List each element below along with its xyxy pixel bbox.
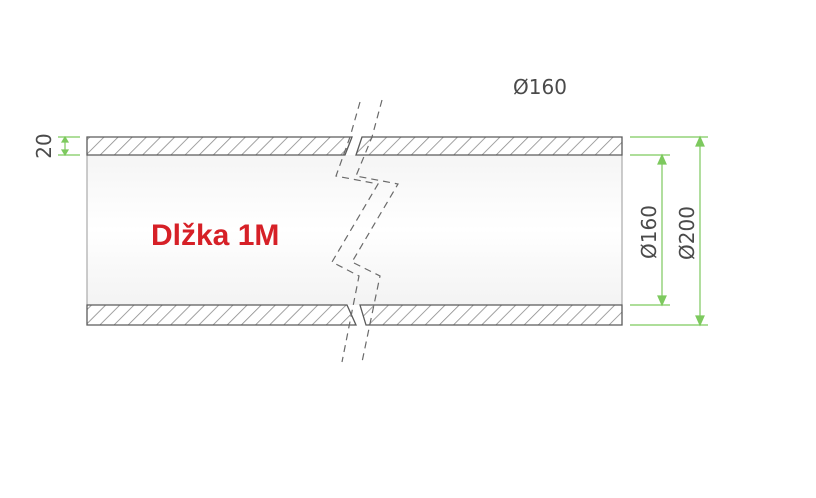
length-label: Dlžka 1M — [151, 219, 279, 252]
bottom-wall — [86, 304, 623, 326]
top-diameter-label: Ø160 — [513, 75, 567, 99]
outer-diameter-dimension — [630, 135, 708, 327]
inner-diameter-label: Ø160 — [637, 205, 661, 259]
top-wall — [86, 136, 623, 156]
break-line — [331, 99, 399, 363]
wall-thickness-dimension — [58, 135, 80, 157]
inner-diameter-dimension — [630, 153, 670, 307]
wall-thickness-label: 20 — [32, 133, 56, 158]
outer-diameter-label: Ø200 — [675, 206, 699, 260]
